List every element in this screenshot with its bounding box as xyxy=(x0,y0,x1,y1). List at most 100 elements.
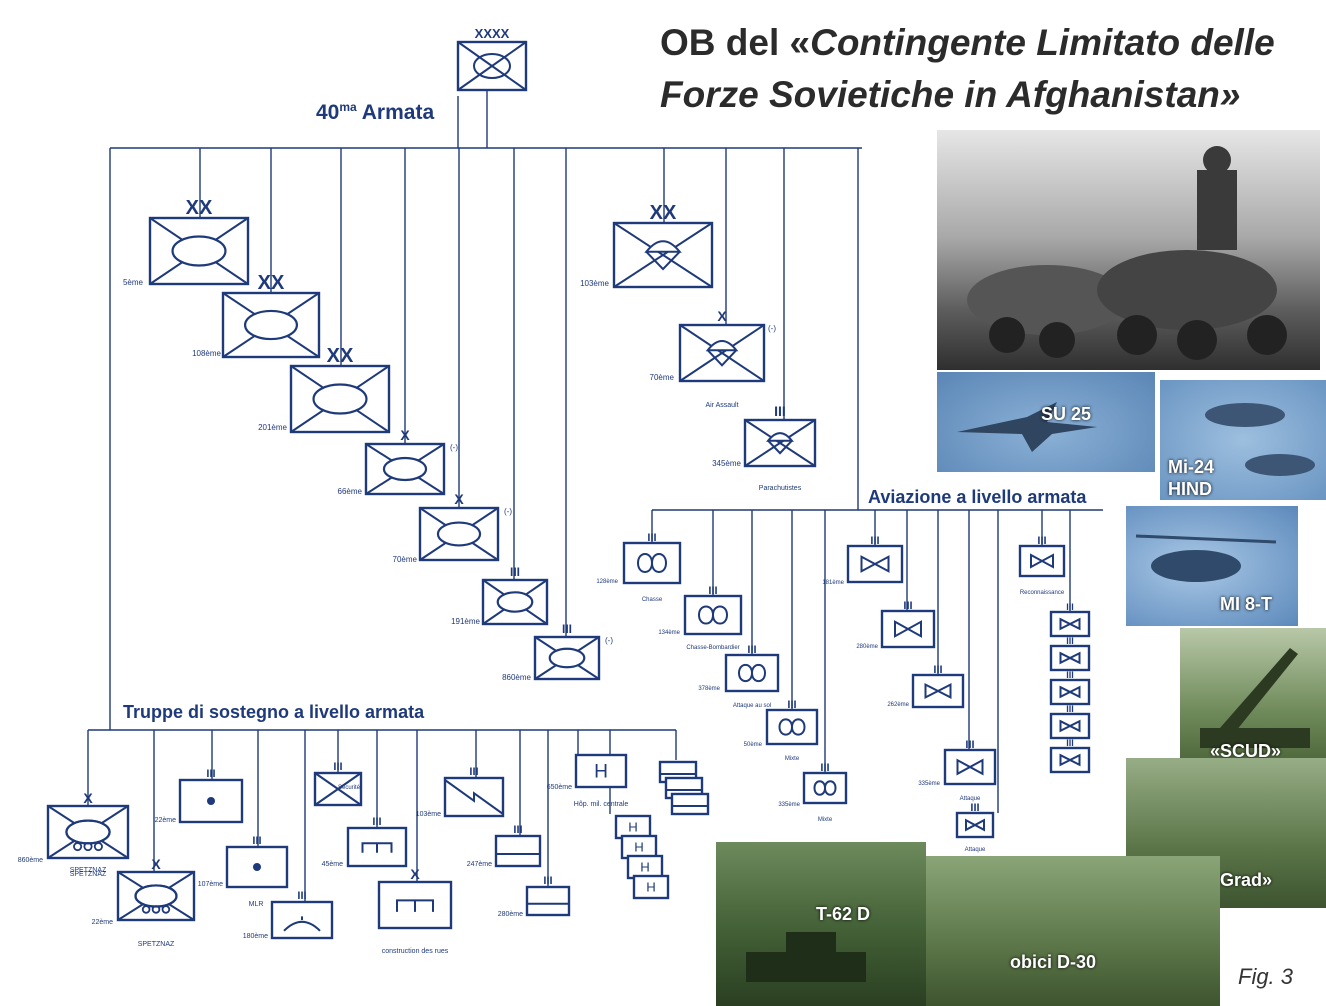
division-echelon: X xyxy=(400,427,410,443)
support-unit-symbol xyxy=(313,771,363,807)
support-unit-label: Sécurité xyxy=(338,785,361,791)
aviation-echelon: III xyxy=(870,535,879,547)
aviation-unit-symbol xyxy=(765,708,819,746)
support-unit-symbol xyxy=(346,826,408,868)
wheel-icon xyxy=(73,842,83,852)
signal-icon xyxy=(444,779,504,815)
medical-unit-symbol: H xyxy=(614,814,652,840)
parachute-icon xyxy=(705,339,739,352)
support-unit-symbol xyxy=(377,880,453,930)
wheel-icon xyxy=(93,842,103,852)
aviation-echelon: III xyxy=(787,699,796,711)
rotary-wing-icon xyxy=(894,620,922,638)
aviation-icon xyxy=(813,780,837,796)
wheel-icon xyxy=(161,905,171,914)
airborne-caption: Air Assault xyxy=(705,402,738,409)
aviation-unit-symbol xyxy=(622,541,682,585)
rotary-wing-icon xyxy=(924,682,952,700)
medical-h-icon: H xyxy=(646,879,656,894)
aviation-unit-caption: Attaque xyxy=(965,847,986,853)
division-echelon: III xyxy=(562,622,572,636)
division-label: 5ème xyxy=(123,278,144,287)
infantry-cross xyxy=(613,222,713,288)
support-unit-label: 45ème xyxy=(322,861,344,868)
support-unit-label: 860ème xyxy=(18,857,43,864)
aviation-unit-caption: Mixte xyxy=(785,756,800,762)
aviation-unit-caption: Chasse xyxy=(642,597,663,603)
rotary-wing-icon xyxy=(1059,685,1081,699)
aviation-section-title: Aviazione a livello armata xyxy=(868,487,1087,507)
division-label: 201ème xyxy=(258,423,287,432)
aviation-unit-symbol xyxy=(1018,544,1066,578)
unit-frame xyxy=(377,880,453,930)
support-unit-echelon: X xyxy=(151,856,161,872)
aviation-icon xyxy=(636,553,668,573)
support-unit-caption: SPETZNAZ xyxy=(70,871,107,878)
artillery-icon xyxy=(253,863,261,871)
airborne-unit-symbol xyxy=(612,221,714,289)
rotary-wing-icon xyxy=(956,758,984,776)
aviation-unit-label: 134ème xyxy=(658,630,680,636)
support-unit-caption: SPETZNAZ xyxy=(138,941,175,948)
aviation-unit-symbol xyxy=(880,609,936,649)
unit-frame xyxy=(943,748,997,786)
division-symbol xyxy=(221,291,321,359)
aviation-icon xyxy=(697,605,729,625)
support-unit-caption: SPETZNAZ xyxy=(70,867,107,874)
photo-mi8: MI 8-T xyxy=(1126,506,1298,626)
heli-squadron-echelon: III xyxy=(1066,636,1074,646)
artillery-icon xyxy=(207,797,215,805)
aviation-echelon: III xyxy=(1037,535,1046,547)
unit-frame xyxy=(494,834,542,868)
hq-label: 40ma Armata xyxy=(316,100,435,124)
photo-t62d: T-62 D xyxy=(716,842,926,1006)
figure-label: Fig. 3 xyxy=(1238,964,1294,989)
aviation-echelon: III xyxy=(747,644,756,656)
division-symbol xyxy=(148,216,250,286)
support-unit-echelon: III xyxy=(252,835,261,847)
photo-obici-d30: obici D-30 xyxy=(900,856,1220,1006)
support-unit-echelon: III xyxy=(469,766,478,778)
medical-h-icon: H xyxy=(634,839,644,854)
division-label: 191ème xyxy=(451,617,480,626)
support-section-title: Truppe di sostegno a livello armata xyxy=(123,702,425,722)
aviation-unit-symbol xyxy=(802,771,848,805)
medical-h-icon: H xyxy=(628,819,638,834)
support-unit-label: 22ème xyxy=(92,919,114,926)
support-unit-label: 103ème xyxy=(416,811,441,818)
heli-squadron-echelon: III xyxy=(1066,704,1074,714)
parachute-icon xyxy=(767,440,793,455)
infantry-cross xyxy=(679,324,765,382)
parachute-icon xyxy=(766,432,794,442)
support-unit-symbol xyxy=(525,885,571,917)
aviation-icon xyxy=(778,718,806,736)
rotary-wing-icon xyxy=(860,555,890,573)
photo-su25: SU 25 xyxy=(937,372,1155,472)
aviation-unit-caption: Chasse-Bombardier xyxy=(686,645,739,651)
aviation-echelon: III xyxy=(970,802,979,814)
support-unit-label: 107ème xyxy=(198,881,223,888)
support-unit-echelon: X xyxy=(410,866,420,882)
airborne-unit-symbol xyxy=(678,323,766,383)
airborne-label: 70ème xyxy=(650,373,675,382)
heli-squadron-symbol xyxy=(1049,746,1091,774)
airborne-label: 103ème xyxy=(580,279,609,288)
airborne-caption: Parachutistes xyxy=(759,485,802,492)
rotary-wing-icon xyxy=(1030,553,1054,569)
medical-unit-symbol: H xyxy=(626,854,664,880)
aviation-unit-label: 378ème xyxy=(698,686,720,692)
medical-unit-symbol: H xyxy=(632,874,670,900)
aviation-unit-symbol xyxy=(683,594,743,636)
infantry-cross xyxy=(457,41,527,91)
support-unit-label: 22ème xyxy=(155,817,177,824)
rotary-wing-icon xyxy=(965,818,985,832)
aviation-unit-label: 50ème xyxy=(744,742,763,748)
armor-icon xyxy=(436,521,482,547)
wheel-icon xyxy=(141,905,151,914)
aviation-unit-caption: Attaque xyxy=(960,796,981,802)
aviation-echelon: III xyxy=(647,532,656,544)
support-unit-echelon: X xyxy=(83,790,93,806)
aviation-echelon: III xyxy=(820,762,829,774)
support-unit-symbol xyxy=(443,776,505,818)
